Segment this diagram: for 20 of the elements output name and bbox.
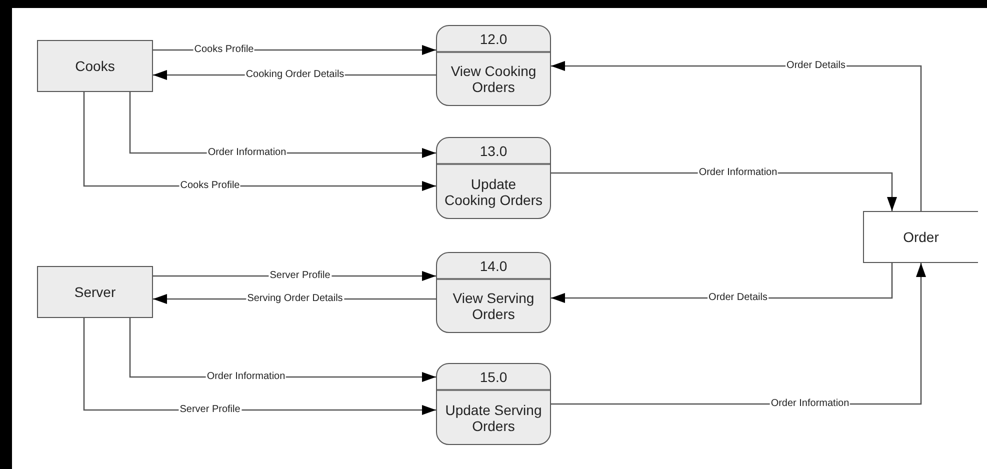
edge-label: Cooking Order Details — [244, 69, 346, 81]
entity-name: Server — [74, 284, 116, 300]
external-entity-box — [37, 40, 153, 92]
process-name: View Serving Orders — [452, 290, 536, 322]
external-entity-box — [37, 266, 153, 318]
process-box — [436, 137, 551, 219]
edge-label: Serving Order Details — [246, 293, 344, 305]
store-name: Order — [903, 229, 939, 245]
entity-name: Cooks — [75, 58, 115, 74]
process-box — [436, 25, 551, 106]
process-number: 13.0 — [480, 142, 508, 158]
process-number: 12.0 — [480, 30, 508, 46]
process-name: View Cooking Orders — [450, 63, 538, 95]
process-box — [436, 363, 551, 445]
data-store — [863, 211, 978, 263]
process-name: Update Serving Orders — [444, 402, 543, 434]
process-name: Update Cooking Orders — [444, 176, 544, 208]
process-number: 15.0 — [480, 368, 508, 384]
process-box — [436, 252, 551, 333]
process-number: 14.0 — [480, 258, 508, 274]
